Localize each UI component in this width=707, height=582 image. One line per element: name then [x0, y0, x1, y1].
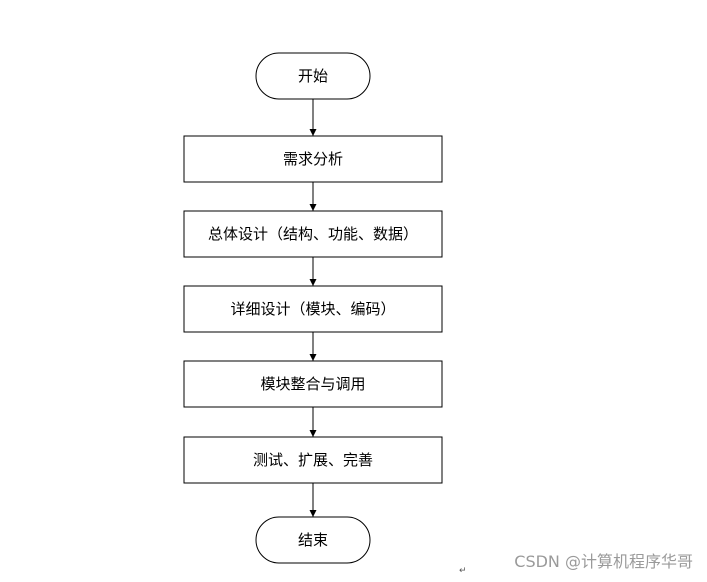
flow-node-label: 详细设计（模块、编码）	[230, 300, 395, 318]
flow-node-overall-design: 总体设计（结构、功能、数据）	[183, 210, 443, 258]
paragraph-mark: ↵	[459, 566, 467, 576]
csdn-watermark: CSDN @计算机程序华哥	[514, 552, 693, 571]
flow-node-label: 开始	[298, 67, 328, 85]
flow-node-label: 结束	[298, 531, 328, 549]
flow-node-label: 测试、扩展、完善	[253, 451, 373, 469]
flow-node-label: 模块整合与调用	[260, 375, 365, 393]
terminal-shape	[255, 516, 371, 564]
process-box	[183, 436, 443, 484]
process-box	[183, 210, 443, 258]
flow-node-detailed-design: 详细设计（模块、编码）	[183, 285, 443, 333]
flow-node-label: 总体设计（结构、功能、数据）	[208, 225, 418, 243]
flow-node-requirements: 需求分析	[183, 135, 443, 183]
flow-node-label: 需求分析	[283, 150, 343, 168]
flow-node-end: 结束	[255, 516, 371, 564]
terminal-shape	[255, 52, 371, 100]
process-box	[183, 360, 443, 408]
flow-node-integration: 模块整合与调用	[183, 360, 443, 408]
flow-node-start: 开始	[255, 52, 371, 100]
process-box	[183, 285, 443, 333]
flow-node-testing: 测试、扩展、完善	[183, 436, 443, 484]
process-box	[183, 135, 443, 183]
